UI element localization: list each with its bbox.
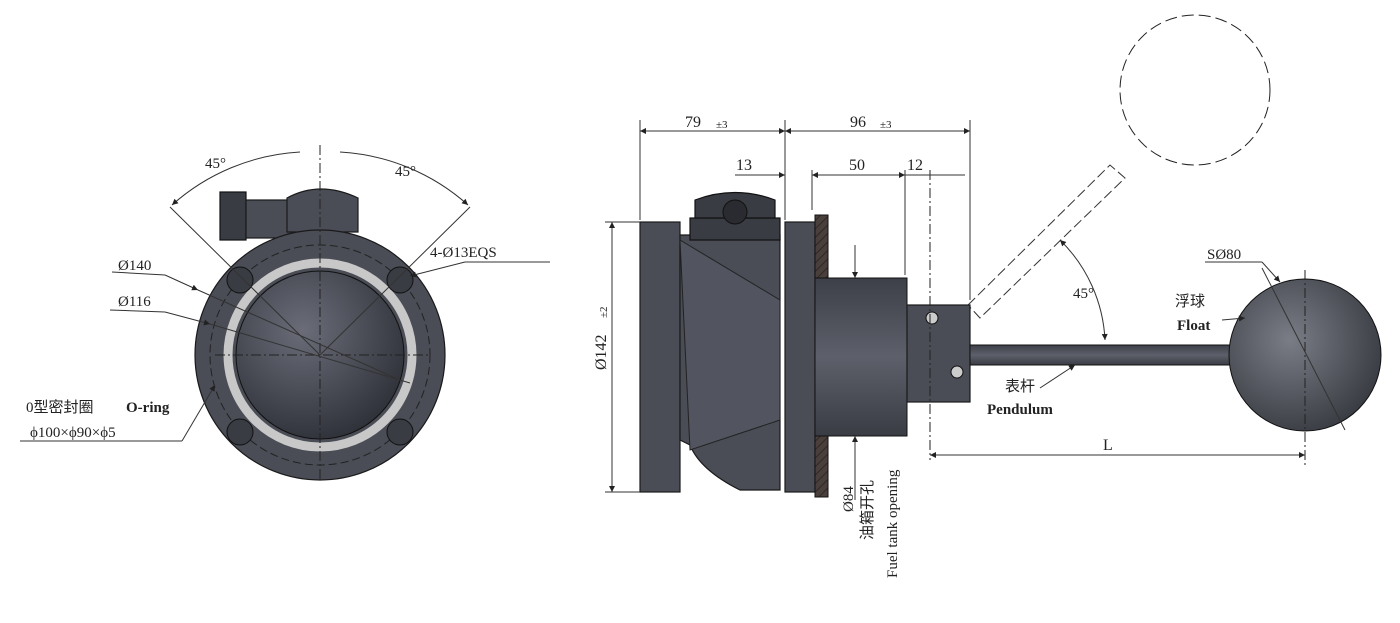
pendulum-en: Pendulum bbox=[987, 402, 1053, 418]
angle-left-label: 45° bbox=[205, 156, 226, 172]
float-cn: 浮球 bbox=[1175, 293, 1205, 310]
float-en: Float bbox=[1177, 318, 1210, 334]
front-flange bbox=[784, 221, 816, 493]
float-raised-outline bbox=[1119, 14, 1271, 166]
angle-right-label: 45° bbox=[395, 164, 416, 180]
dim-96: 96 bbox=[850, 114, 866, 131]
oring-cn-label: 0型密封圈 bbox=[26, 399, 94, 416]
dim-13: 13 bbox=[736, 157, 752, 174]
front-view: 45° 45° Ø140 Ø116 4-Ø13EQS 0型密封圈 O-ring … bbox=[20, 145, 550, 481]
angle-45: 45° bbox=[1073, 286, 1094, 302]
connector bbox=[219, 188, 359, 241]
dia-outer-label: Ø140 bbox=[118, 258, 151, 274]
tol-142: ±2 bbox=[598, 306, 610, 318]
dim-12: 12 bbox=[907, 157, 923, 174]
opening-en: Fuel tank opening bbox=[885, 469, 901, 578]
dia-84: Ø84 bbox=[841, 486, 857, 512]
length-L: L bbox=[1103, 437, 1113, 454]
pivot-block bbox=[906, 304, 971, 403]
dia-142: Ø142 bbox=[593, 334, 610, 370]
holes-label: 4-Ø13EQS bbox=[430, 245, 497, 261]
opening-cn: 油箱开孔 bbox=[859, 480, 876, 540]
side-view: 79 ±3 96 ±3 13 50 12 Ø142 ±2 Ø84 油箱开孔 Fu… bbox=[593, 14, 1382, 578]
tol-96: ±3 bbox=[880, 119, 892, 131]
dim-50: 50 bbox=[849, 157, 865, 174]
cylinder bbox=[814, 277, 908, 437]
lever-arm bbox=[967, 14, 1271, 319]
tol-79: ±3 bbox=[716, 119, 728, 131]
rear-flange bbox=[639, 221, 681, 493]
bolt-holes bbox=[226, 266, 414, 446]
oring-en-label: O-ring bbox=[126, 400, 170, 416]
pendulum-rod bbox=[969, 344, 1231, 366]
dim-79: 79 bbox=[685, 114, 701, 131]
dia-bolt-label: Ø116 bbox=[118, 294, 151, 310]
pendulum-cn: 表杆 bbox=[1005, 378, 1035, 395]
float-dia: SØ80 bbox=[1207, 247, 1241, 263]
oring-size-label: ϕ100×ϕ90×ϕ5 bbox=[30, 425, 116, 441]
